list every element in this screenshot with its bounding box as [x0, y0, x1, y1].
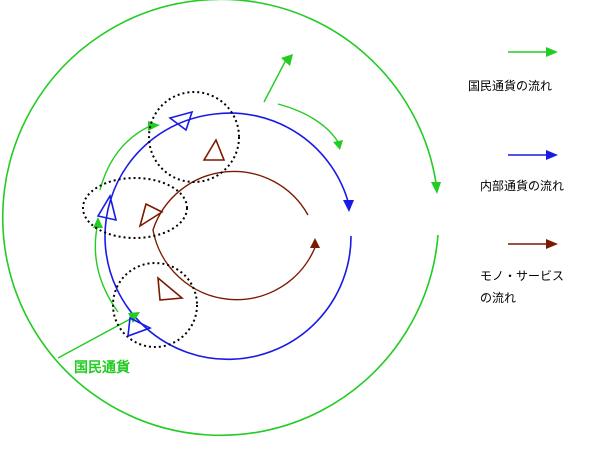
blue-triangle-bottom: [127, 316, 153, 338]
brown-circle: [152, 170, 317, 301]
blue-circle: [104, 113, 352, 361]
green-outward-line: [263, 57, 288, 103]
outer-green-circle: [1, 0, 439, 437]
legend-brown-arrowhead: [546, 239, 558, 249]
brown-triangle-bottom: [157, 276, 184, 301]
exchange-point-middle: [82, 177, 188, 239]
blue-triangle-top: [168, 110, 194, 132]
green-outer-arrowhead: [431, 182, 441, 194]
blue-arc-top: [214, 112, 350, 206]
green-right-arrowhead: [333, 140, 343, 150]
blue-triangle-middle: [96, 193, 118, 222]
blue-arrowhead-right: [343, 200, 354, 212]
legend-national-currency-flow: 国民通貨の流れ: [468, 78, 552, 93]
brown-triangle-top: [202, 138, 226, 161]
legend-goods-services-flow-line1: モノ・サービス: [480, 269, 564, 283]
exchange-point-bottom: [112, 262, 198, 348]
legend-internal-currency-flow: 内部通貨の流れ: [480, 178, 564, 193]
legend-blue-arrowhead: [546, 150, 558, 160]
national-currency-pointer-line: [57, 317, 133, 359]
green-upper-arrowhead: [148, 121, 160, 131]
brown-triangle-middle: [138, 202, 164, 228]
national-currency-pointer-arrowhead: [128, 312, 140, 323]
brown-arrowhead-end: [310, 238, 320, 248]
green-upper-flow: [99, 125, 151, 191]
exchange-point-top: [148, 91, 240, 183]
green-right-flow: [277, 103, 339, 143]
green-left-arrowhead: [93, 217, 103, 228]
national-currency-label: 国民通貨: [74, 359, 130, 376]
green-left-flow: [94, 221, 119, 313]
legend-green-arrowhead: [546, 47, 558, 57]
legend-goods-services-flow-line2: の流れ: [480, 291, 516, 305]
green-outward-arrowhead: [281, 54, 293, 66]
